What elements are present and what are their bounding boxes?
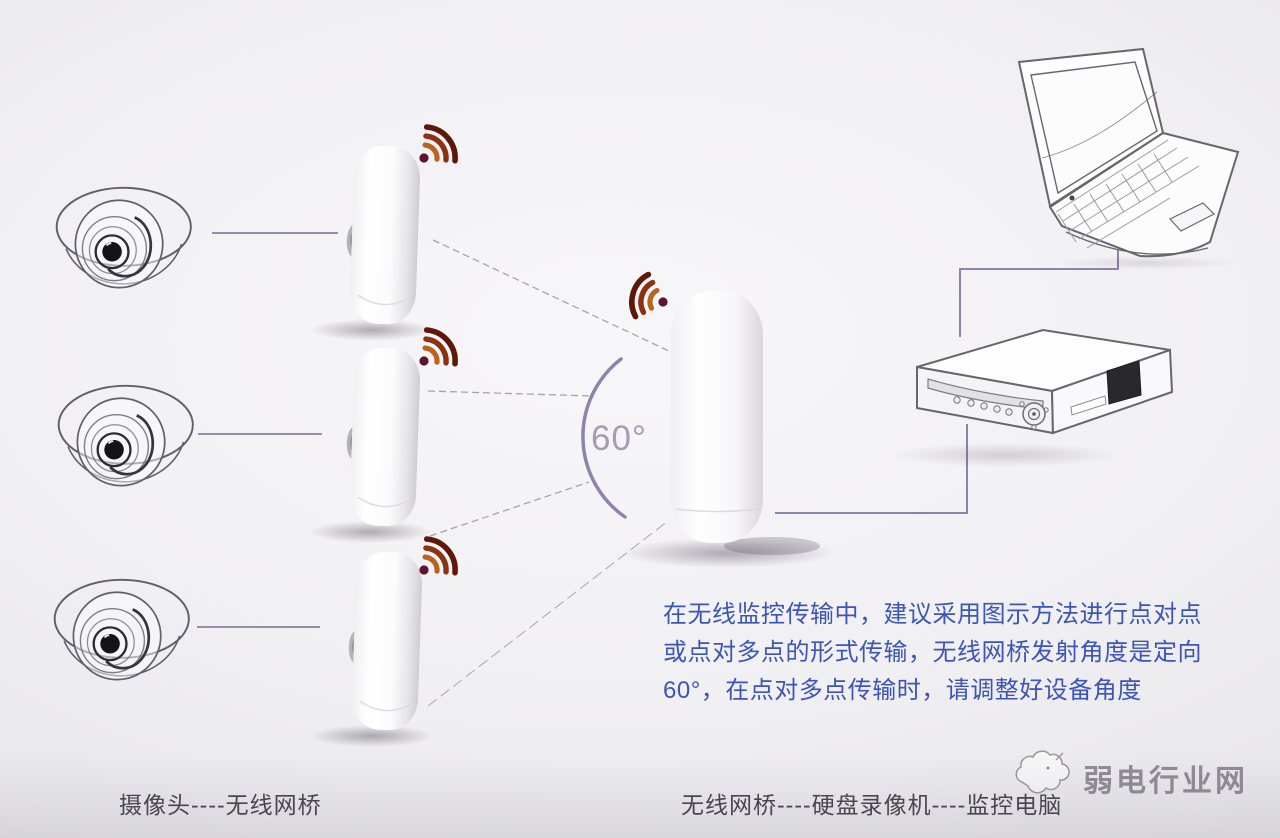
caption-camera-bridge: 摄像头----无线网桥: [119, 792, 322, 818]
sheep-logo-icon: [1015, 750, 1070, 794]
wireless-link-middle: [427, 390, 593, 397]
device-shadows: [308, 256, 1237, 747]
wifi-signal-icon-central: [627, 272, 674, 325]
note-line-3: 60°，在点对多点传输时，请调整好设备角度: [663, 677, 1142, 704]
note-line-2: 或点对多点的形式传输，无线网桥发射角度是定向: [663, 639, 1202, 666]
laptop: [1017, 47, 1240, 258]
wireless-bridge-2: [343, 345, 422, 528]
cable-bridge-dvr: [775, 424, 968, 514]
note-line-1: 在无线监控传输中，建议采用图示方法进行点对点: [663, 601, 1202, 628]
caption-bridge-dvr-pc: 无线网桥----硬盘录像机----监控电脑: [681, 792, 1063, 818]
wireless-bridge-1: [343, 143, 422, 326]
beam-angle-label: 60°: [591, 419, 647, 458]
wireless-link-lines: [427, 239, 672, 707]
dvr-recorder: [916, 328, 1174, 435]
watermark-brand: 弱电行业网: [1083, 765, 1248, 798]
beam-angle-arc: [581, 357, 627, 519]
dome-camera-3: [53, 578, 191, 682]
dome-camera-1: [55, 186, 193, 290]
central-wireless-bridge: [671, 291, 763, 543]
wireless-bridge-3: [345, 549, 424, 732]
wireless-link-bottom: [427, 520, 669, 707]
note-text: 在无线监控传输中，建议采用图示方法进行点对点 或点对多点的形式传输，无线网桥发射…: [663, 596, 1208, 710]
dome-camera-2: [57, 384, 195, 488]
wireless-link-top: [432, 239, 672, 353]
wireless-link-lower: [429, 481, 590, 537]
